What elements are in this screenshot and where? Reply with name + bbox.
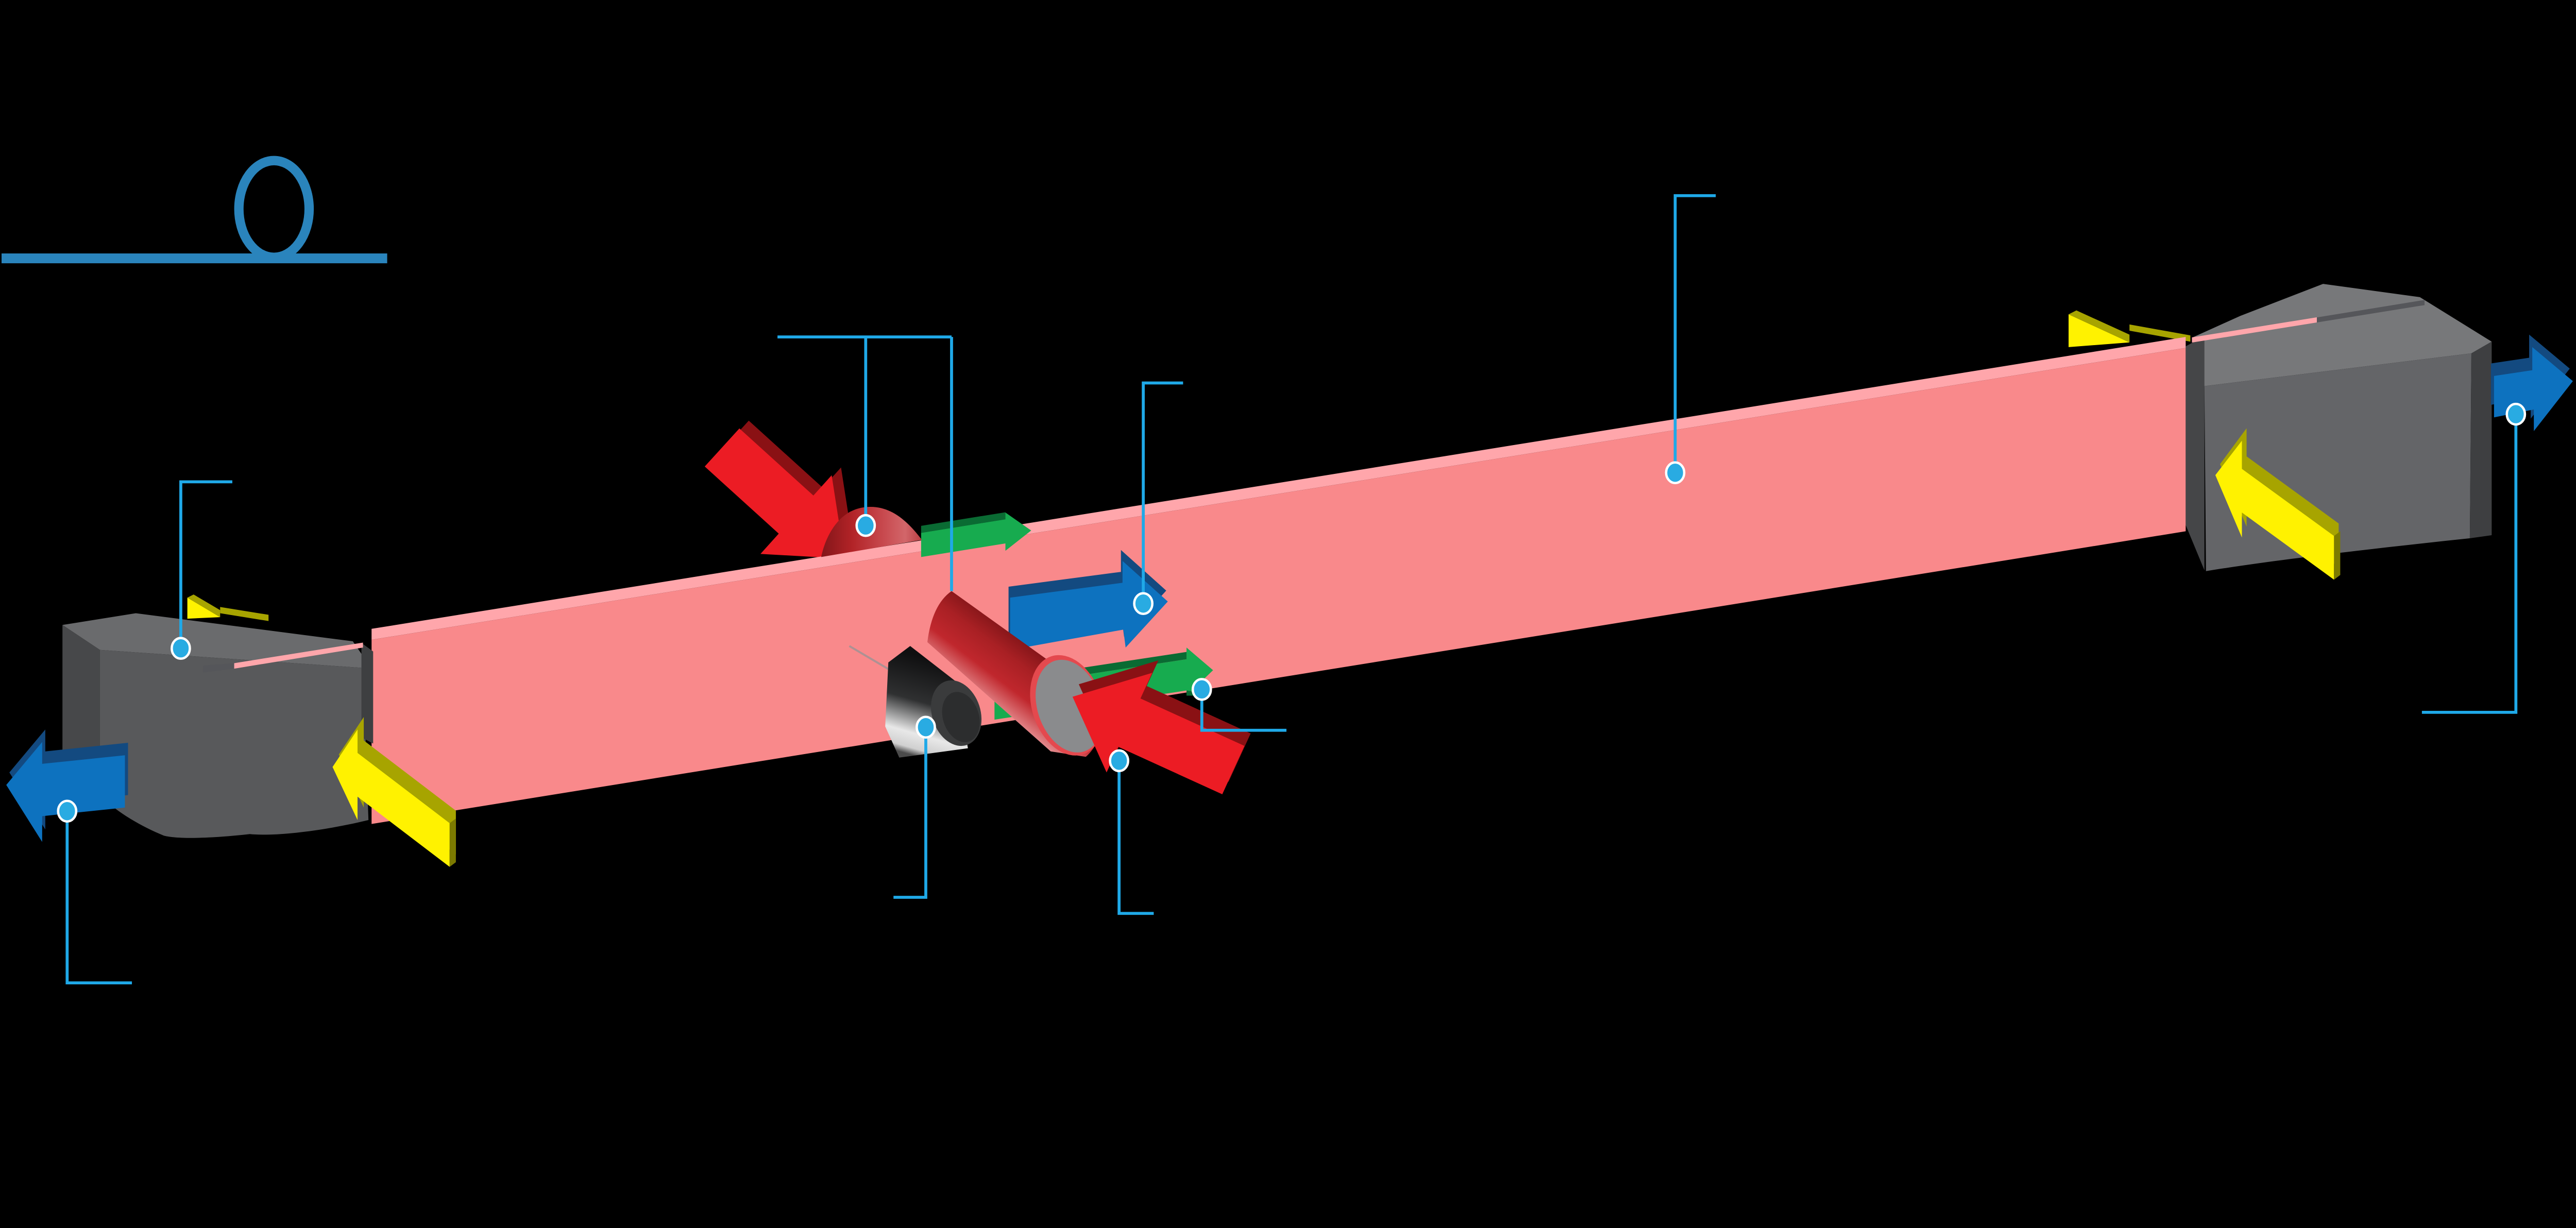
left-block — [62, 613, 374, 838]
band-top-surface — [371, 337, 2186, 640]
logo-loop-icon — [234, 156, 314, 262]
callout-dot-left-block — [171, 637, 191, 660]
motor-front-inner — [942, 692, 980, 742]
callout-dot-bottom-green-arrow — [1191, 678, 1212, 701]
callout-line-band — [1673, 194, 1716, 464]
callout-line-bottom-green-arrow — [1200, 698, 1286, 732]
callout-line-motor — [893, 736, 927, 899]
left-yellow-face — [332, 729, 450, 867]
callout-line-left-blue-arrow — [65, 820, 132, 984]
right-block-top-face — [2192, 284, 2492, 386]
feed-red-arrow-bottom-face — [1072, 673, 1245, 794]
diagram-canvas — [0, 148, 2576, 1080]
film-band — [371, 337, 2186, 824]
feed-red-arrow-bottom — [1072, 660, 1251, 794]
left-block-slot-band-strip — [234, 642, 363, 669]
tension-yellow-arrow-left-far — [187, 594, 269, 621]
right-block-slot-band-strip — [2192, 317, 2317, 343]
far-yellow-shaft-left — [220, 607, 269, 621]
left-blue-face — [6, 742, 125, 842]
left-block-front-face — [99, 650, 369, 838]
callout-dot-top-roller — [855, 514, 876, 537]
callout-line-bottom-red-arrow — [1117, 770, 1154, 915]
motor-cylinder — [849, 645, 982, 758]
callout-dot-center-blue-arrow — [1133, 592, 1154, 615]
callout-dot-motor — [916, 715, 936, 739]
right-block-slot-groove — [2316, 300, 2425, 322]
left-block-slot-groove — [202, 663, 234, 673]
left-block-right-edge — [361, 643, 374, 744]
callout-line-center-blue-arrow — [1142, 381, 1183, 594]
callout-line-left-block — [179, 480, 232, 639]
feed-red-arrow-top — [704, 420, 854, 559]
tension-yellow-arrow-left — [332, 717, 456, 867]
exit-blue-arrow-center — [1008, 550, 1168, 650]
logo-strip-bar — [2, 253, 387, 264]
pull-blue-arrow-left — [6, 729, 128, 842]
travel-green-arrow-top — [921, 512, 1031, 557]
callout-dot-left-blue-arrow — [57, 799, 78, 823]
callouts — [57, 194, 2527, 984]
left-yellow-tail-cap — [449, 818, 456, 867]
travel-green-top-side — [921, 512, 1006, 533]
band-front-face — [371, 348, 2186, 824]
right-yellow-tail-cap — [2334, 531, 2341, 580]
far-yellow-edge-left — [187, 594, 221, 618]
far-yellow-head-right — [2069, 314, 2130, 347]
callout-line-roller-pair — [777, 335, 953, 591]
callout-dot-right-blue-arrow — [2505, 402, 2527, 426]
motor-needle — [849, 645, 894, 673]
far-yellow-head-left — [187, 598, 221, 619]
feed-red-arrow-top-face — [704, 428, 845, 559]
callout-dot-band — [1665, 461, 1686, 485]
right-block-left-face — [2185, 336, 2205, 571]
callout-dot-bottom-red-arrow — [1109, 749, 1129, 773]
tension-yellow-arrow-right — [2215, 428, 2341, 580]
far-yellow-edge-right — [2069, 310, 2130, 343]
callout-line-right-blue-arrow — [2421, 423, 2518, 714]
exit-blue-face — [1010, 560, 1168, 650]
far-yellow-shaft-right — [2129, 324, 2191, 342]
right-block-right-edge — [2469, 342, 2492, 539]
travel-green-top-face — [921, 513, 1031, 557]
tension-yellow-arrow-right-far — [2069, 310, 2191, 347]
right-yellow-face — [2215, 440, 2334, 580]
logo-loop-on-strip — [2, 156, 387, 264]
